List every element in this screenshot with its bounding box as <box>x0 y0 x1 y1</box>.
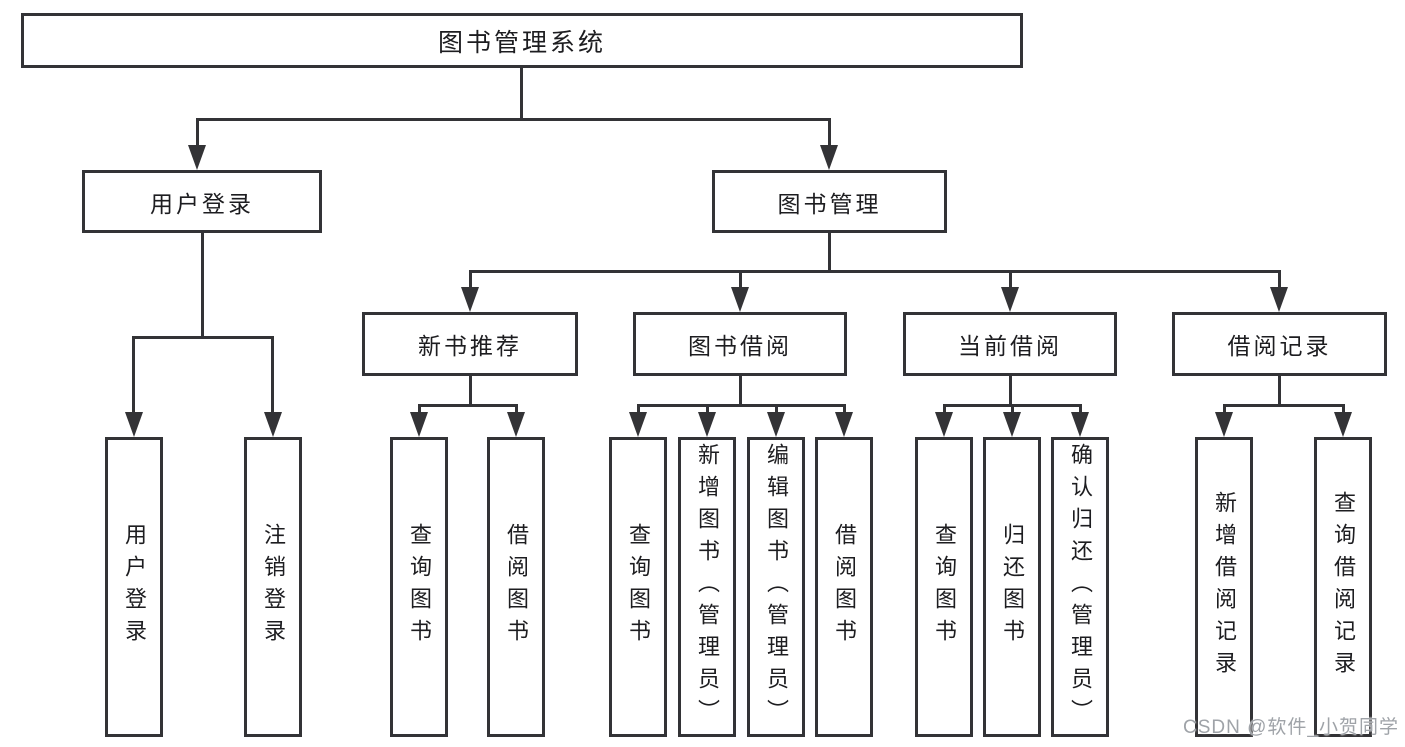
leaf-query-borrow-record: 查询借阅记录 <box>1314 437 1372 737</box>
connector-line <box>828 233 831 270</box>
connector-line <box>1079 404 1082 414</box>
node-book-management-label: 图书管理 <box>777 190 882 217</box>
leaf-borrow-books-label: 借阅图书 <box>832 523 857 651</box>
leaf-user-login: 用户登录 <box>105 437 163 737</box>
connector-line <box>520 68 523 118</box>
connector-line <box>418 404 421 414</box>
connector-line <box>637 404 640 414</box>
arrow-down-icon <box>731 287 749 312</box>
node-root: 图书管理系统 <box>21 13 1023 68</box>
connector-line <box>1011 404 1014 414</box>
connector-line <box>1009 376 1012 404</box>
leaf-query-books-recommend-label: 查询图书 <box>407 523 432 651</box>
leaf-query-books-current: 查询图书 <box>915 437 973 737</box>
leaf-edit-book-admin: 编辑图书（管理员） <box>747 437 805 737</box>
connector-line <box>739 376 742 404</box>
leaf-borrow-books-recommend: 借阅图书 <box>487 437 545 737</box>
connector-line <box>418 404 518 407</box>
connector-line <box>637 404 846 407</box>
leaf-query-books-recommend: 查询图书 <box>390 437 448 737</box>
arrow-down-icon <box>1071 412 1089 437</box>
connector-line <box>132 336 274 339</box>
connector-line <box>515 404 518 414</box>
connector-line <box>271 336 274 414</box>
connector-line <box>1278 270 1281 290</box>
leaf-query-books-borrow: 查询图书 <box>609 437 667 737</box>
connector-line <box>828 118 831 148</box>
connector-line <box>1223 404 1226 414</box>
leaf-add-book-admin-label: 新增图书（管理员） <box>695 443 720 731</box>
connector-line <box>469 270 1281 273</box>
leaf-confirm-return-admin: 确认归还（管理员） <box>1051 437 1109 737</box>
leaf-return-book-label: 归还图书 <box>1000 523 1025 651</box>
node-new-book-recommend: 新书推荐 <box>362 312 578 376</box>
connector-line <box>1009 270 1012 290</box>
watermark: CSDN @软件_小贺同学 <box>1183 717 1399 738</box>
arrow-down-icon <box>1003 412 1021 437</box>
leaf-confirm-return-admin-label: 确认归还（管理员） <box>1068 443 1093 731</box>
leaf-add-book-admin: 新增图书（管理员） <box>678 437 736 737</box>
node-book-management: 图书管理 <box>712 170 947 233</box>
arrow-down-icon <box>188 145 206 170</box>
connector-line <box>843 404 846 414</box>
leaf-logout: 注销登录 <box>244 437 302 737</box>
connector-line <box>196 118 831 121</box>
connector-line <box>1223 404 1345 407</box>
leaf-add-borrow-record-label: 新增借阅记录 <box>1212 491 1237 683</box>
arrow-down-icon <box>264 412 282 437</box>
node-book-borrow-label: 图书借阅 <box>688 333 792 359</box>
connector-line <box>469 376 472 404</box>
node-borrow-records: 借阅记录 <box>1172 312 1387 376</box>
arrow-down-icon <box>835 412 853 437</box>
leaf-borrow-books-recommend-label: 借阅图书 <box>504 523 529 651</box>
node-root-label: 图书管理系统 <box>437 28 606 57</box>
connector-line <box>943 404 946 414</box>
arrow-down-icon <box>1270 287 1288 312</box>
connector-line <box>775 404 778 414</box>
arrow-down-icon <box>461 287 479 312</box>
leaf-user-login-label: 用户登录 <box>122 523 147 651</box>
arrow-down-icon <box>820 145 838 170</box>
node-book-borrow: 图书借阅 <box>633 312 847 376</box>
arrow-down-icon <box>410 412 428 437</box>
leaf-return-book: 归还图书 <box>983 437 1041 737</box>
node-user-login-label: 用户登录 <box>150 190 254 217</box>
connector-line <box>739 270 742 290</box>
connector-line <box>1342 404 1345 414</box>
leaf-query-borrow-record-label: 查询借阅记录 <box>1331 491 1356 683</box>
arrow-down-icon <box>1215 412 1233 437</box>
arrow-down-icon <box>1334 412 1352 437</box>
connector-line <box>201 233 204 336</box>
leaf-logout-label: 注销登录 <box>261 523 286 651</box>
node-current-borrow-label: 当前借阅 <box>958 333 1062 359</box>
arrow-down-icon <box>1001 287 1019 312</box>
leaf-query-books-current-label: 查询图书 <box>932 523 957 651</box>
connector-line <box>706 404 709 414</box>
connector-line <box>469 270 472 290</box>
node-new-book-recommend-label: 新书推荐 <box>418 333 522 359</box>
connector-line <box>1278 376 1281 404</box>
arrow-down-icon <box>629 412 647 437</box>
connector-line <box>196 118 199 148</box>
leaf-borrow-books: 借阅图书 <box>815 437 873 737</box>
arrow-down-icon <box>698 412 716 437</box>
node-current-borrow: 当前借阅 <box>903 312 1117 376</box>
arrow-down-icon <box>935 412 953 437</box>
arrow-down-icon <box>125 412 143 437</box>
connector-line <box>132 336 135 414</box>
node-borrow-records-label: 借阅记录 <box>1227 333 1332 359</box>
node-user-login: 用户登录 <box>82 170 322 233</box>
arrow-down-icon <box>767 412 785 437</box>
leaf-edit-book-admin-label: 编辑图书（管理员） <box>764 443 789 731</box>
leaf-query-books-borrow-label: 查询图书 <box>626 523 651 651</box>
arrow-down-icon <box>507 412 525 437</box>
leaf-add-borrow-record: 新增借阅记录 <box>1195 437 1253 737</box>
